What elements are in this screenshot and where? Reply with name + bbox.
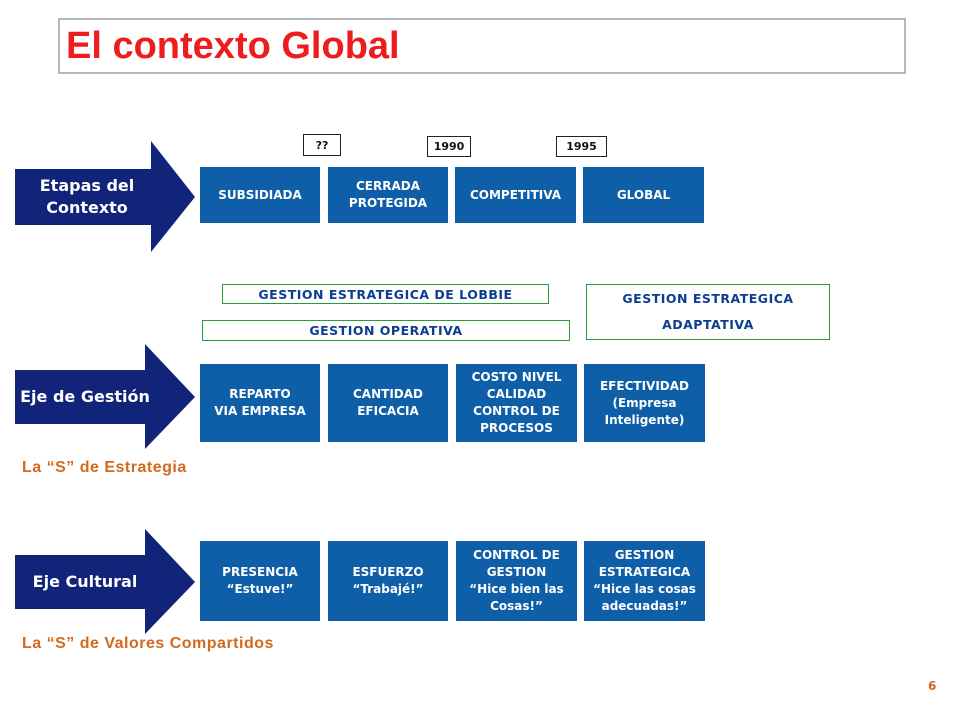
stage-box-gestion-estrategica: GESTION ESTRATEGICA “Hice las cosas adec… bbox=[584, 541, 705, 621]
stage-box-subsidiada: SUBSIDIADA bbox=[200, 167, 320, 223]
stage-box-esfuerzo: ESFUERZO “Trabajé!” bbox=[328, 541, 448, 621]
year-badge-unknown: ?? bbox=[303, 134, 341, 156]
stage-box-cerrada-protegida: CERRADA PROTEGIDA bbox=[328, 167, 448, 223]
caption-values: La “S” de Valores Compartidos bbox=[22, 635, 274, 652]
page-title: El contexto Global bbox=[66, 25, 400, 67]
stage-box-presencia: PRESENCIA “Estuve!” bbox=[200, 541, 320, 621]
axis-label-etapas: Etapas del Contexto bbox=[39, 176, 135, 217]
band-gestion-adaptativa: GESTION ESTRATEGICA ADAPTATIVA bbox=[586, 284, 830, 340]
year-badge-1995: 1995 bbox=[556, 136, 607, 157]
band-gestion-lobbie: GESTION ESTRATEGICA DE LOBBIE bbox=[222, 284, 549, 304]
etapas-arrow-icon bbox=[15, 141, 195, 252]
year-badge-1990: 1990 bbox=[427, 136, 471, 157]
band-gestion-operativa: GESTION OPERATIVA bbox=[202, 320, 570, 341]
axis-label-cultural: Eje Cultural bbox=[32, 572, 138, 591]
axis-label-gestion: Eje de Gestión bbox=[20, 387, 150, 406]
cultural-arrow-icon bbox=[15, 529, 195, 634]
stage-box-competitiva: COMPETITIVA bbox=[455, 167, 576, 223]
stage-box-costo: COSTO NIVEL CALIDAD CONTROL DE PROCESOS bbox=[456, 364, 577, 442]
gestion-arrow-icon bbox=[15, 344, 195, 449]
page-number: 6 bbox=[928, 679, 937, 693]
title-frame bbox=[58, 18, 906, 74]
stage-box-reparto: REPARTO VIA EMPRESA bbox=[200, 364, 320, 442]
stage-box-efectividad: EFECTIVIDAD (Empresa Inteligente) bbox=[584, 364, 705, 442]
caption-strategy: La “S” de Estrategia bbox=[22, 459, 187, 476]
stage-box-global: GLOBAL bbox=[583, 167, 704, 223]
stage-box-control: CONTROL DE GESTION “Hice bien las Cosas!… bbox=[456, 541, 577, 621]
stage-box-cantidad: CANTIDAD EFICACIA bbox=[328, 364, 448, 442]
